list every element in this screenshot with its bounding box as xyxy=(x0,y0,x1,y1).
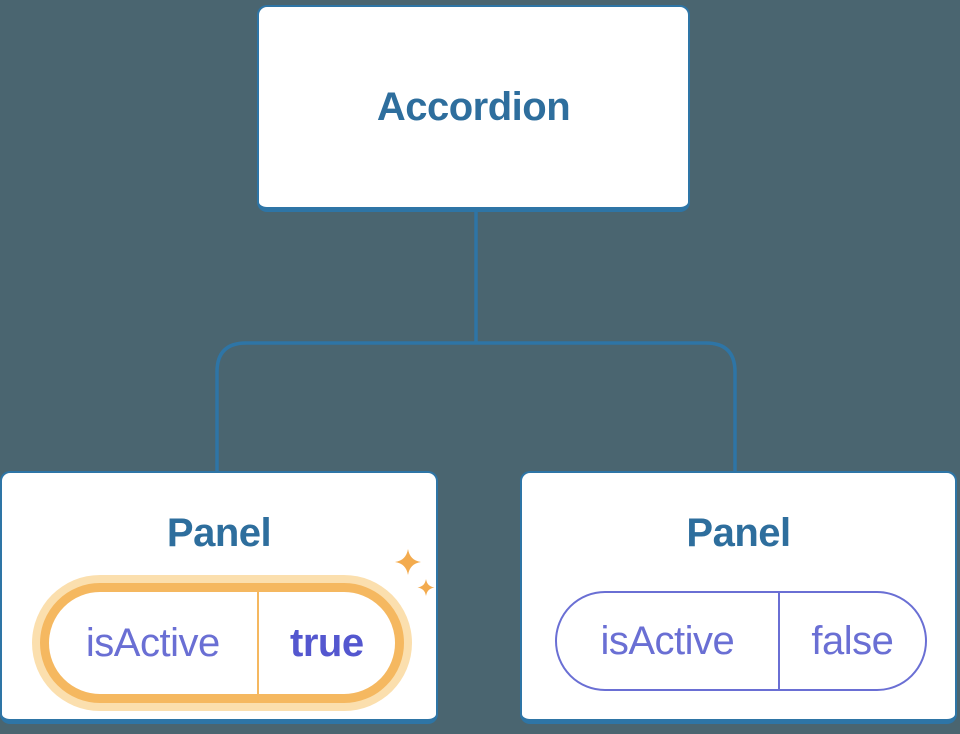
node-panel-active: Panel isActive true xyxy=(0,471,438,724)
state-pill-active: isActive true xyxy=(40,583,404,703)
state-name: isActive xyxy=(600,618,735,663)
node-panel-inactive-label: Panel xyxy=(686,511,791,555)
node-accordion-label: Accordion xyxy=(376,84,571,129)
connector-bracket xyxy=(215,341,737,471)
node-panel-active-label: Panel xyxy=(166,511,272,555)
state-value: true xyxy=(256,592,395,694)
sparkle-small-icon xyxy=(417,579,435,596)
state-name: isActive xyxy=(85,620,220,665)
node-accordion: Accordion xyxy=(257,5,690,212)
sparkle-icon xyxy=(395,549,435,596)
node-panel-inactive: Panel isActive false xyxy=(520,471,957,724)
state-value: false xyxy=(777,593,925,689)
state-pill-inactive: isActive false xyxy=(555,591,927,691)
